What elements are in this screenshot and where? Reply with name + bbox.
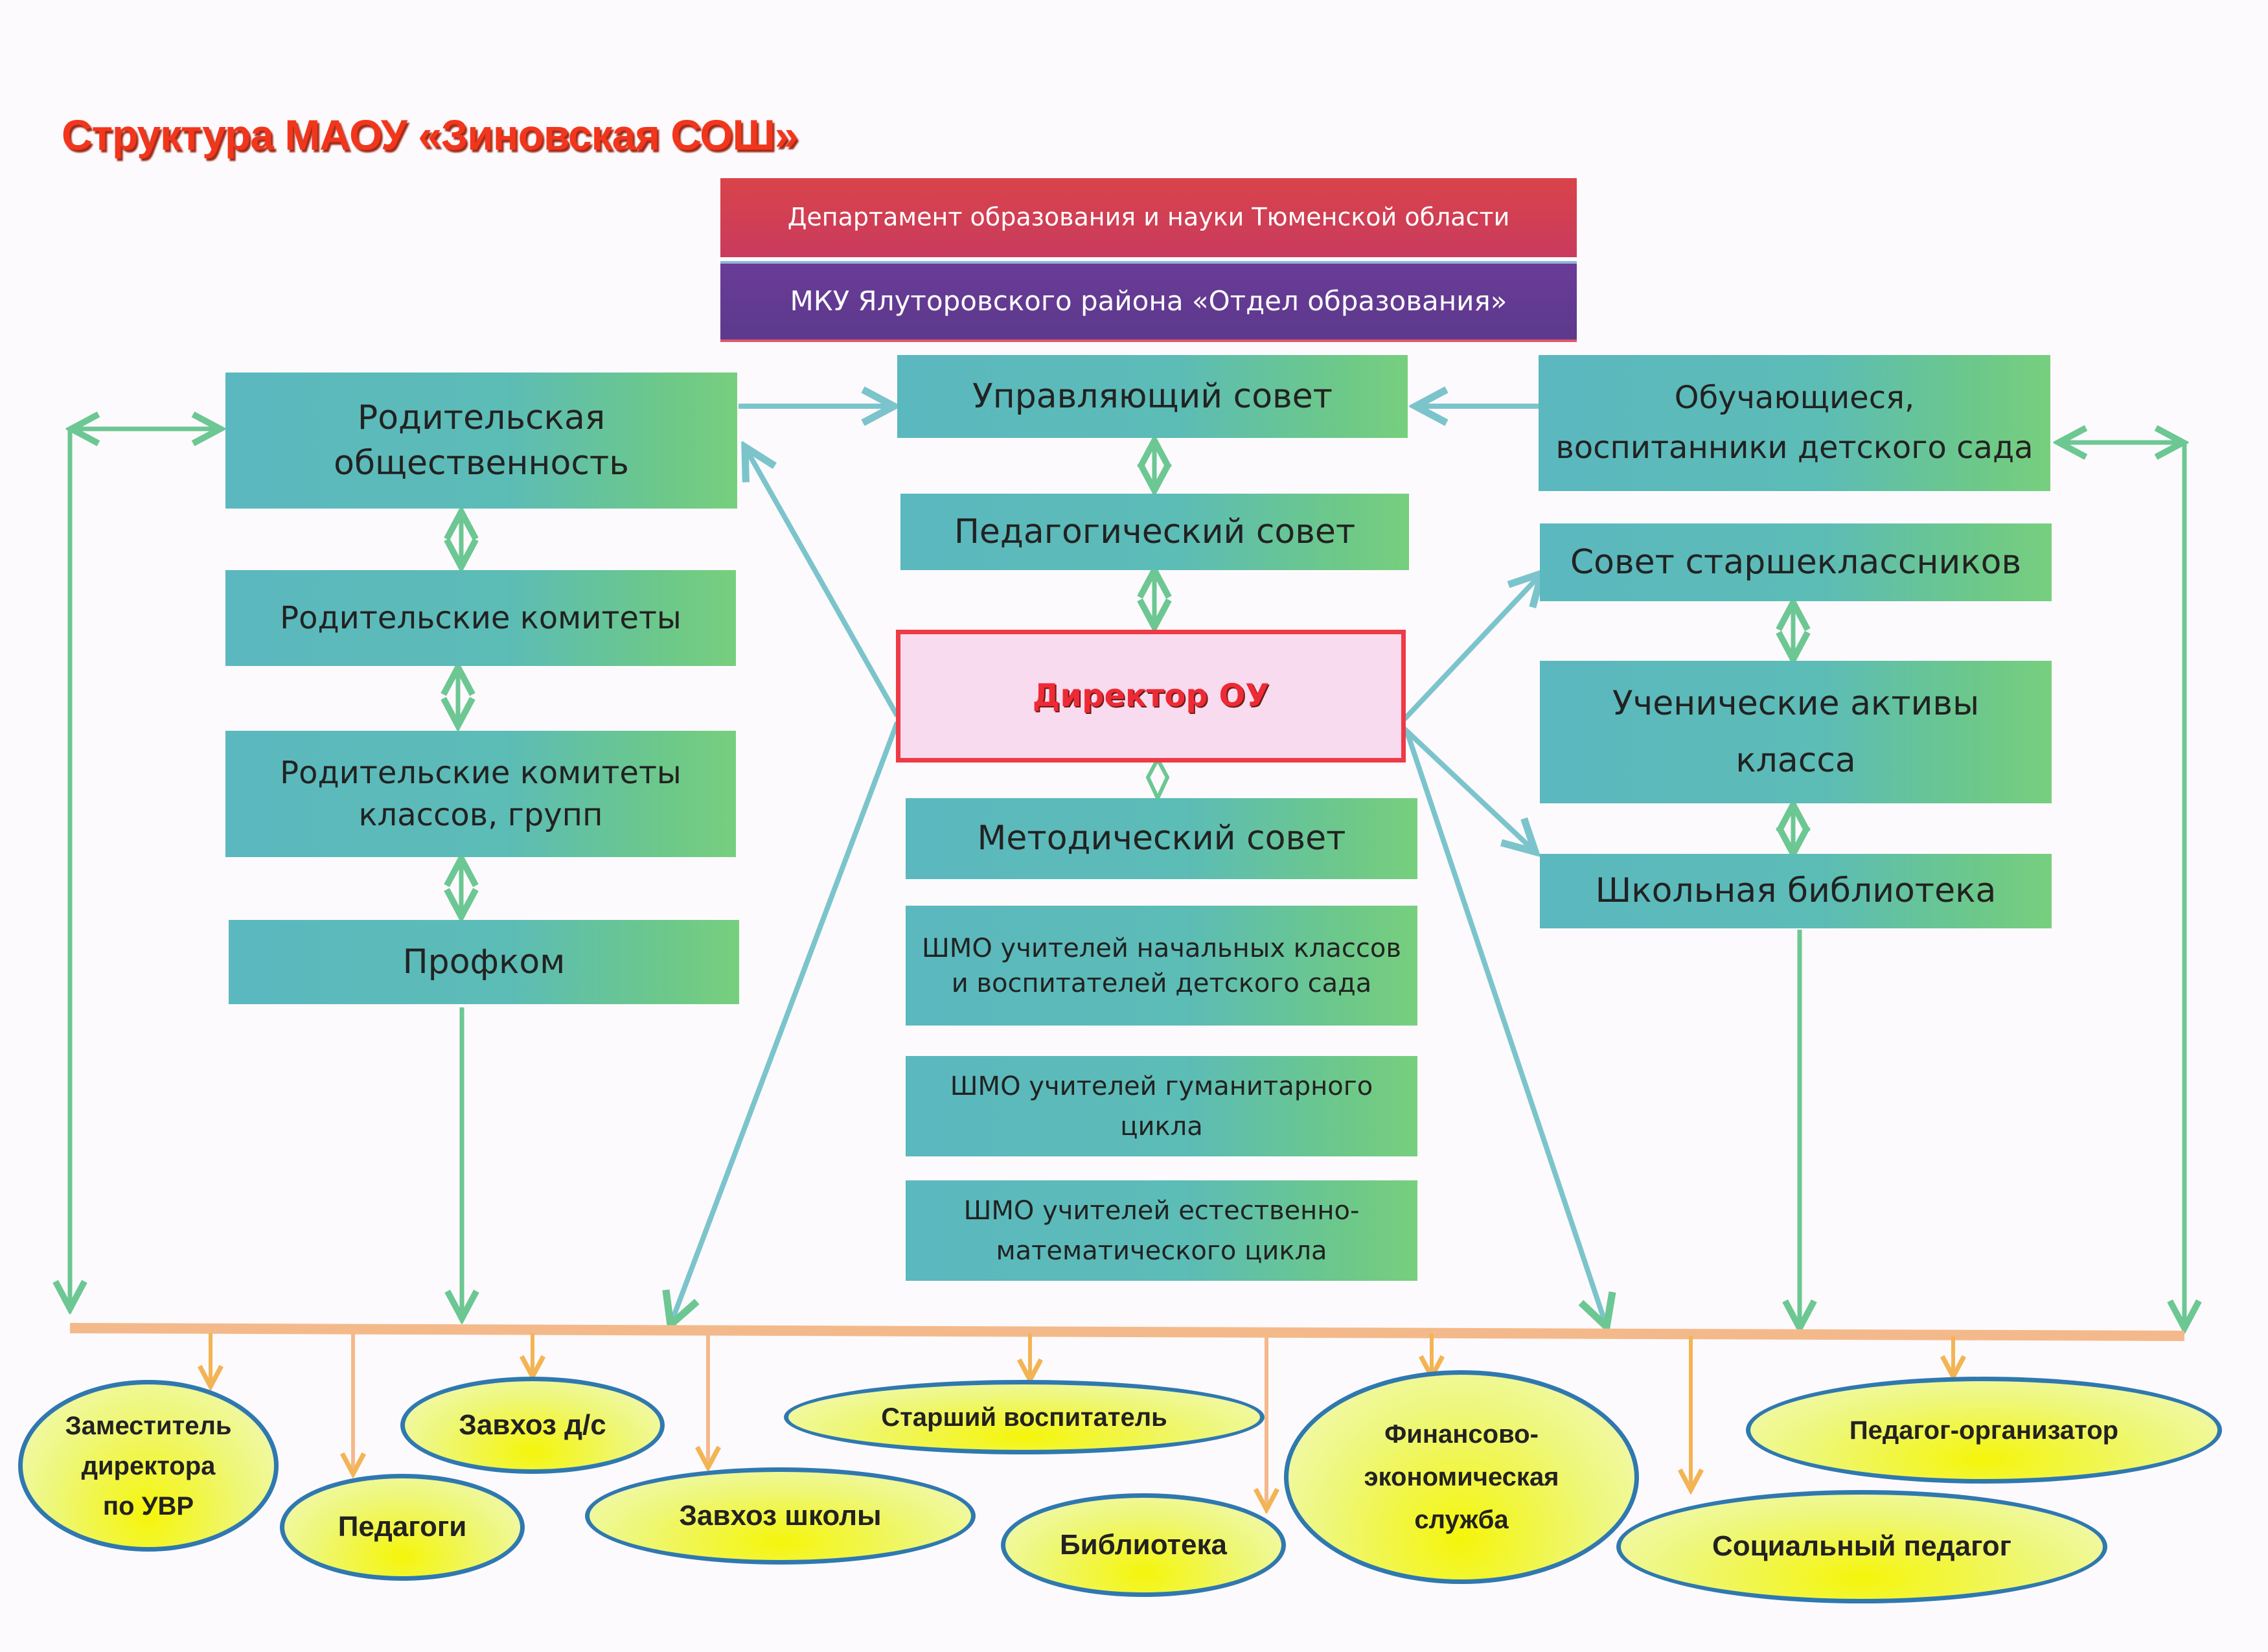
mku-box: МКУ Ялуторовского района «Отдел образова… xyxy=(720,261,1577,342)
methodical-council-label: Методический совет xyxy=(977,819,1346,858)
staff-finance: Финансово- экономическая служба xyxy=(1284,1370,1639,1584)
connector-left-outer xyxy=(70,429,220,1309)
shmo-humanities-box: ШМО учителей гуманитарного цикла xyxy=(906,1056,1417,1156)
students-line1: Обучающиеся, xyxy=(1674,380,1915,417)
staff-deputy-line3: по УВР xyxy=(102,1491,194,1520)
class-committees-line1: Родительские комитеты xyxy=(280,754,682,791)
class-committees-line2: классов, групп xyxy=(358,796,603,833)
staff-finance-line1: Финансово- xyxy=(1384,1420,1539,1449)
staff-social-teacher: Социальный педагог xyxy=(1616,1490,2107,1603)
parents-public-line2: общественность xyxy=(334,444,629,483)
class-activists-line1: Ученические активы xyxy=(1612,683,1980,723)
staff-senior-educator: Старший воспитатель xyxy=(784,1380,1265,1454)
students-box: Обучающиеся, воспитанники детского сада xyxy=(1539,355,2050,491)
pedagogical-council-box: Педагогический совет xyxy=(900,494,1409,570)
shmo-science-box: ШМО учителей естественно- математическог… xyxy=(906,1180,1417,1281)
staff-library: Библиотека xyxy=(1001,1493,1286,1597)
connector-right-outer xyxy=(2059,442,2184,1328)
staff-bus xyxy=(69,1323,2185,1341)
pedagogical-council-label: Педагогический совет xyxy=(954,512,1356,551)
senior-council-box: Совет старшеклассников xyxy=(1540,523,2052,601)
governing-council-label: Управляющий совет xyxy=(972,376,1333,416)
shmo-primary-line2: и воспитателей детского сада xyxy=(951,968,1372,998)
methodical-council-box: Методический совет xyxy=(906,798,1417,879)
department-box: Департамент образования и науки Тюменско… xyxy=(720,178,1577,257)
staff-supply-school: Завхоз школы xyxy=(585,1467,976,1565)
parents-public-box: Родительская общественность xyxy=(225,373,737,509)
department-label: Департамент образования и науки Тюменско… xyxy=(787,203,1510,232)
staff-social-teacher-label: Социальный педагог xyxy=(1712,1530,2012,1563)
connector-director-parents xyxy=(745,447,900,717)
parent-committees-label: Родительские комитеты xyxy=(280,599,682,636)
staff-supply-kindergarten-label: Завхоз д/с xyxy=(459,1408,606,1441)
shmo-humanities-line1: ШМО учителей гуманитарного xyxy=(950,1071,1373,1101)
class-activists-line2: класса xyxy=(1735,741,1856,780)
connector-director-methodical xyxy=(1145,755,1170,803)
class-committees-box: Родительские комитеты классов, групп xyxy=(225,731,736,857)
shmo-humanities-line2: цикла xyxy=(1120,1111,1203,1141)
parent-committees-box: Родительские комитеты xyxy=(225,570,736,666)
staff-organizer: Педагог-организатор xyxy=(1746,1377,2222,1484)
staff-supply-kindergarten: Завхоз д/с xyxy=(400,1377,665,1474)
shmo-science-line2: математического цикла xyxy=(996,1235,1327,1266)
connector-director-senior xyxy=(1403,573,1542,721)
staff-senior-educator-label: Старший воспитатель xyxy=(881,1403,1167,1432)
students-line2: воспитанники детского сада xyxy=(1555,430,2033,466)
shmo-science-line1: ШМО учителей естественно- xyxy=(963,1195,1360,1226)
trade-union-box: Профком xyxy=(229,920,739,1004)
mku-label: МКУ Ялуторовского района «Отдел образова… xyxy=(790,285,1507,317)
governing-council-box: Управляющий совет xyxy=(897,355,1408,438)
staff-finance-line3: служба xyxy=(1414,1506,1509,1534)
director-box: Директор ОУ xyxy=(896,630,1406,763)
page-title: Структура МАОУ «Зиновская СОШ» xyxy=(62,111,799,159)
staff-deputy-line2: директора xyxy=(81,1451,216,1480)
connector-director-staff-right xyxy=(1404,731,1607,1327)
trade-union-label: Профком xyxy=(402,942,566,981)
staff-teachers: Педагоги xyxy=(280,1474,525,1581)
senior-council-label: Совет старшеклассников xyxy=(1570,542,2022,582)
staff-library-label: Библиотека xyxy=(1059,1528,1228,1561)
staff-finance-line2: экономическая xyxy=(1364,1463,1559,1491)
connector-director-staff-left xyxy=(670,721,900,1325)
staff-deputy: Заместитель директора по УВР xyxy=(18,1380,279,1552)
director-label: Директор ОУ xyxy=(1032,678,1270,715)
staff-supply-school-label: Завхоз школы xyxy=(679,1499,882,1532)
shmo-primary-box: ШМО учителей начальных классов и воспита… xyxy=(906,906,1417,1026)
connector-director-library xyxy=(1403,727,1535,852)
staff-organizer-label: Педагог-организатор xyxy=(1849,1416,2119,1445)
staff-deputy-line1: Заместитель xyxy=(65,1411,232,1440)
shmo-primary-line1: ШМО учителей начальных классов xyxy=(922,933,1401,963)
school-library-label: Школьная библиотека xyxy=(1595,871,1997,911)
class-activists-box: Ученические активы класса xyxy=(1540,661,2052,803)
staff-teachers-label: Педагоги xyxy=(338,1511,467,1543)
school-library-box: Школьная библиотека xyxy=(1540,854,2052,928)
parents-public-line1: Родительская xyxy=(357,398,606,437)
